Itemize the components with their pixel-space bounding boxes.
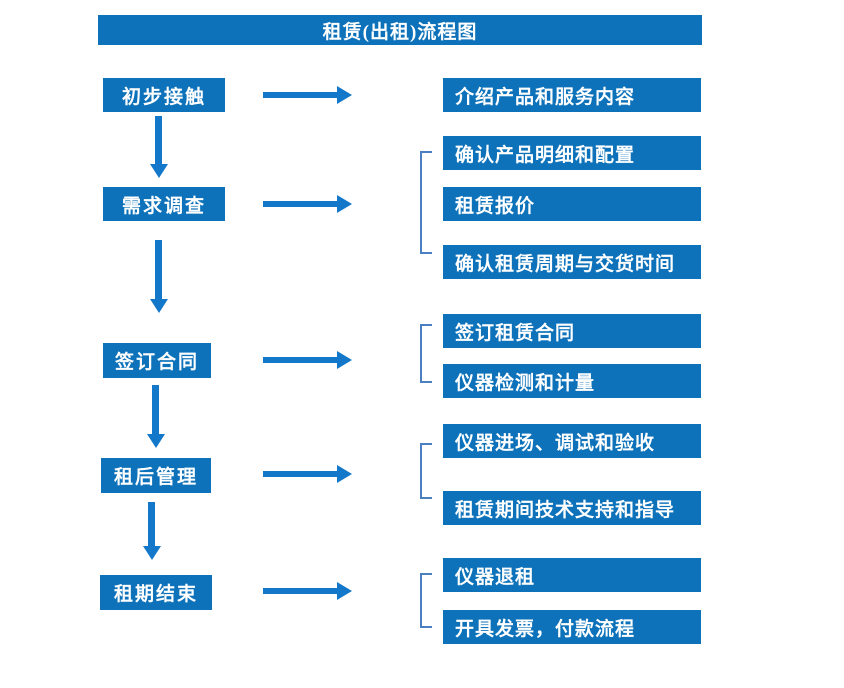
bracket-connector-post-rental [420, 443, 432, 499]
right-arrow-icon [263, 357, 337, 363]
bracket-connector-sign-contract [420, 324, 432, 383]
detail-box-tech-support: 租赁期间技术支持和指导 [443, 491, 701, 525]
right-arrow-icon [263, 588, 337, 594]
detail-box-instrument-testing: 仪器检测和计量 [443, 364, 701, 398]
stage-box-demand-survey: 需求调查 [103, 187, 225, 221]
bracket-connector-rental-end [420, 573, 432, 628]
down-arrow-icon [152, 385, 159, 434]
detail-box-rental-quotation: 租赁报价 [443, 187, 701, 221]
right-arrow-icon [263, 471, 337, 477]
flowchart-title: 租赁(出租)流程图 [98, 15, 702, 45]
detail-box-instrument-return: 仪器退租 [443, 558, 701, 592]
down-arrow-icon [155, 116, 162, 164]
stage-box-initial-contact: 初步接触 [103, 78, 225, 112]
down-arrow-icon [155, 240, 162, 299]
stage-box-rental-end: 租期结束 [100, 575, 212, 610]
detail-box-introduce-products: 介绍产品和服务内容 [443, 78, 701, 112]
detail-box-sign-rental-contract: 签订租赁合同 [443, 314, 701, 348]
right-arrow-icon [263, 92, 337, 98]
bracket-connector-demand-survey [420, 151, 432, 254]
stage-box-post-rental-management: 租后管理 [101, 458, 211, 493]
detail-box-instrument-setup: 仪器进场、调试和验收 [443, 424, 701, 458]
detail-box-invoice-payment: 开具发票，付款流程 [443, 610, 701, 644]
detail-box-confirm-product-config: 确认产品明细和配置 [443, 136, 701, 170]
stage-box-sign-contract: 签订合同 [103, 343, 211, 378]
right-arrow-icon [263, 201, 337, 207]
down-arrow-icon [148, 502, 155, 546]
detail-box-confirm-period-delivery: 确认租赁周期与交货时间 [443, 245, 701, 279]
